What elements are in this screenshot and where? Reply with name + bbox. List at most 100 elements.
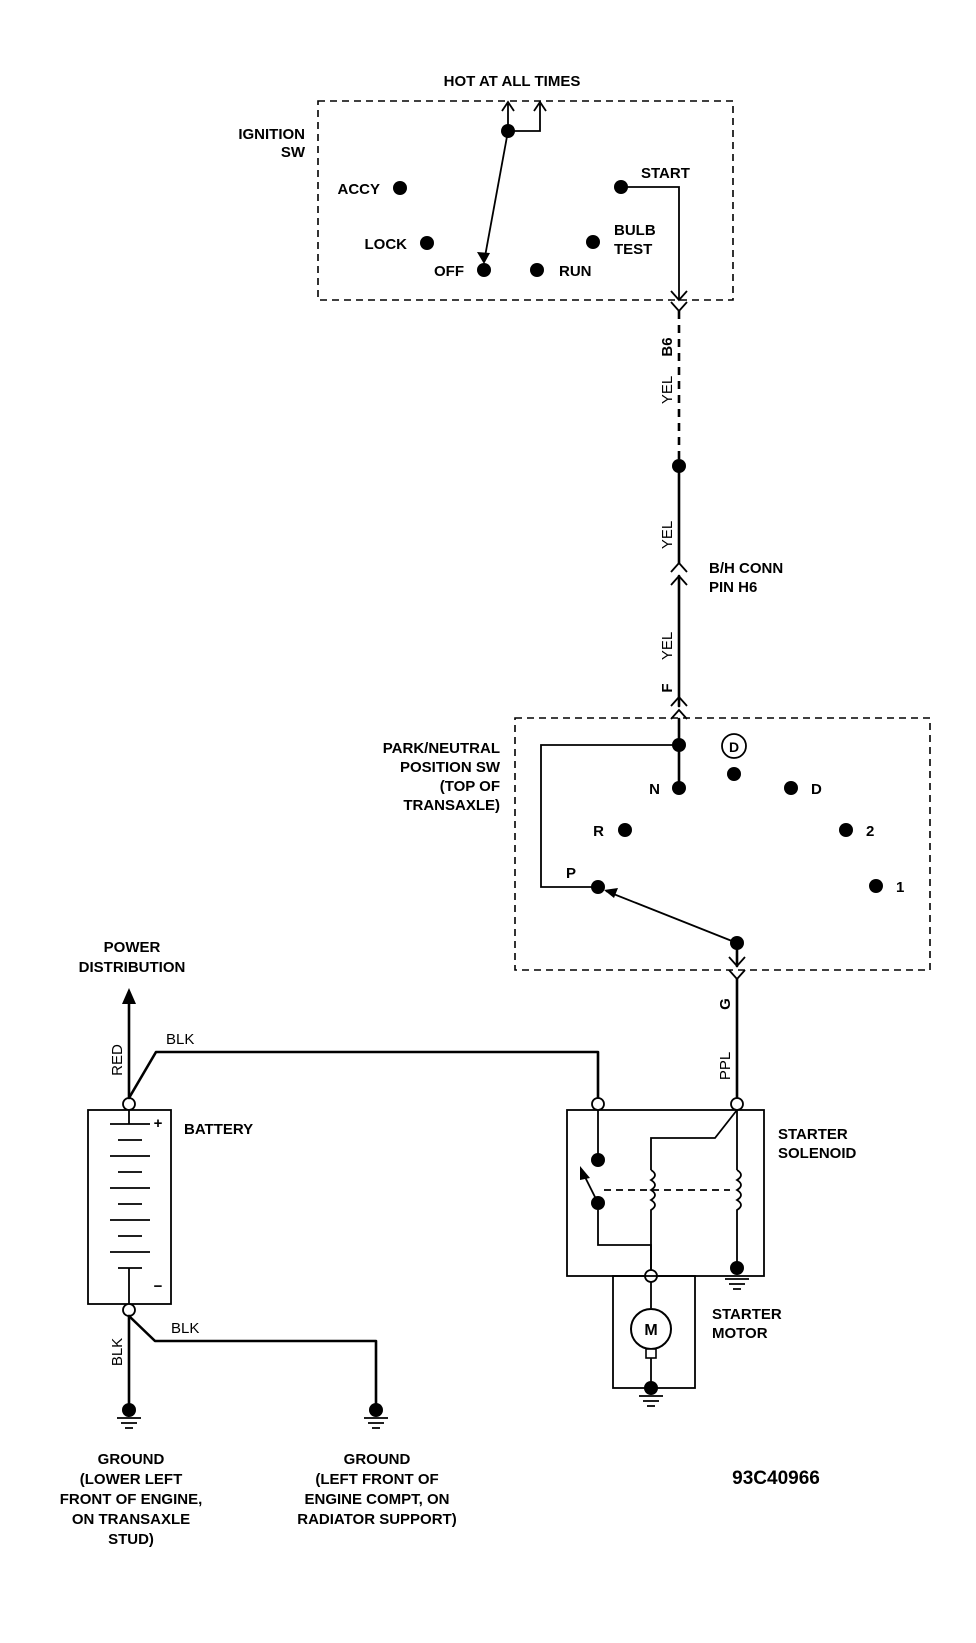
wire-label-g: G <box>717 998 734 1010</box>
bh-conn-label-1: B/H CONN <box>709 560 783 577</box>
power-arrowhead <box>122 988 136 1004</box>
battery-neg-terminal <box>122 1303 136 1317</box>
wire-label-yel-2: YEL <box>659 521 676 549</box>
solenoid-label-1: STARTER <box>778 1126 848 1143</box>
pn-title-1: PARK/NEUTRAL <box>383 740 500 757</box>
ground-right-l2: (LEFT FRONT OF <box>315 1471 438 1488</box>
starter-solenoid: STARTER SOLENOID <box>566 1097 857 1290</box>
label-bulb-1: BULB <box>614 222 656 239</box>
label-n: N <box>649 781 660 798</box>
ignition-title-1: IGNITION <box>238 126 305 143</box>
ground-right-stud <box>369 1403 383 1417</box>
solenoid-plunger-arrowhead <box>580 1166 590 1180</box>
label-off: OFF <box>434 263 464 280</box>
contact-lock <box>420 236 434 250</box>
battery-pos-terminal <box>122 1097 136 1111</box>
connector-top-arrow <box>670 290 688 302</box>
motor-ground-icon <box>639 1395 663 1407</box>
contact-n <box>672 781 686 795</box>
ground-left-l4: ON TRANSAXLE <box>72 1511 190 1528</box>
wire-label-blk-top: BLK <box>166 1031 194 1048</box>
battery-minus: − <box>154 1278 163 1295</box>
ground-left-stud <box>122 1403 136 1417</box>
pn-title-2: POSITION SW <box>400 759 501 776</box>
wire-label-yel-1: YEL <box>659 376 676 404</box>
battery-label: BATTERY <box>184 1121 253 1138</box>
solenoid-s-terminal <box>730 1097 744 1111</box>
contact-p <box>591 880 605 894</box>
wire-label-b6: B6 <box>659 337 676 356</box>
pn-wiper-arm <box>605 890 738 944</box>
contact-run <box>530 263 544 277</box>
wire-label-red: RED <box>109 1044 126 1076</box>
wire-label-yel-3: YEL <box>659 632 676 660</box>
yel-circuit: B6 YEL YEL B/H CONN PIN H6 YEL F <box>659 311 783 720</box>
wire-label-blk-vertical: BLK <box>109 1338 126 1366</box>
solenoid-box <box>566 1109 765 1277</box>
label-accy: ACCY <box>337 181 380 198</box>
label-start: START <box>641 165 690 182</box>
ground-right-l3: ENGINE COMPT, ON <box>304 1491 449 1508</box>
motor-brush <box>645 1348 657 1359</box>
pn-circled-d-ring <box>721 733 747 759</box>
figure-id: 93C40966 <box>732 1468 820 1489</box>
park-neutral-switch: PARK/NEUTRAL POSITION SW (TOP OF TRANSAX… <box>383 717 931 981</box>
solenoid-plunger <box>583 1174 599 1204</box>
solenoid-contact-upper <box>591 1153 605 1167</box>
battery-section: POWER DISTRIBUTION RED BLK + − BATTERY B… <box>60 939 600 1548</box>
label-2: 2 <box>866 823 874 840</box>
hot-at-all-times-label: HOT AT ALL TIMES <box>444 73 581 90</box>
solenoid-batt-terminal <box>591 1097 605 1111</box>
ignition-title-2: SW <box>281 144 306 161</box>
label-run: RUN <box>559 263 592 280</box>
contact-accy <box>393 181 407 195</box>
pn-title-4: TRANSAXLE) <box>403 797 500 814</box>
contact-d-circled <box>727 767 741 781</box>
pn-park-link <box>540 744 679 888</box>
park-neutral-box <box>514 717 931 971</box>
contact-1 <box>869 879 883 893</box>
solenoid-s-feed <box>650 1109 738 1170</box>
ignition-wiper-arm <box>483 130 509 263</box>
ground-right-l1: GROUND <box>344 1451 411 1468</box>
contact-r <box>618 823 632 837</box>
pull-in-coil <box>649 1169 656 1270</box>
starter-motor: M STARTER MOTOR <box>612 1269 782 1407</box>
hold-in-coil <box>735 1169 742 1262</box>
wire-label-blk-bottom: BLK <box>171 1320 199 1337</box>
battery-plus: + <box>154 1115 163 1132</box>
blk-ground-right-wire <box>127 1314 378 1407</box>
solenoid-ground-icon <box>725 1278 749 1290</box>
label-p: P <box>566 865 576 882</box>
motor-ground-stud <box>644 1381 658 1395</box>
pn-title-3: (TOP OF <box>440 778 500 795</box>
solenoid-ground-stud <box>730 1261 744 1275</box>
solenoid-label-2: SOLENOID <box>778 1145 857 1162</box>
blk-top-wire <box>127 1050 600 1100</box>
ignition-switch: HOT AT ALL TIMES IGNITION SW ACCY LOCK O… <box>238 73 734 313</box>
label-bulb-2: TEST <box>614 241 652 258</box>
pn-circled-d: D <box>729 739 739 755</box>
wire-label-ppl: PPL <box>717 1052 734 1080</box>
power-label-2: DISTRIBUTION <box>79 959 186 976</box>
f-connector-symbol <box>670 695 688 720</box>
wire-label-f: F <box>659 683 676 692</box>
pn-wiper-arrowhead <box>604 888 618 898</box>
ground-right-icon <box>364 1417 388 1429</box>
label-d: D <box>811 781 822 798</box>
label-1: 1 <box>896 879 904 896</box>
contact-2 <box>839 823 853 837</box>
ground-left-l1: GROUND <box>98 1451 165 1468</box>
motor-label-2: MOTOR <box>712 1325 768 1342</box>
ground-left-l3: FRONT OF ENGINE, <box>60 1491 203 1508</box>
contact-bulb-test <box>586 235 600 249</box>
label-lock: LOCK <box>365 236 408 253</box>
start-wire <box>621 186 680 300</box>
battery-cells <box>110 1110 150 1304</box>
ground-left-l5: STUD) <box>108 1531 154 1548</box>
contact-d <box>784 781 798 795</box>
motor-symbol: M <box>644 1322 657 1339</box>
label-r: R <box>593 823 604 840</box>
ground-left-l2: (LOWER LEFT <box>80 1471 182 1488</box>
